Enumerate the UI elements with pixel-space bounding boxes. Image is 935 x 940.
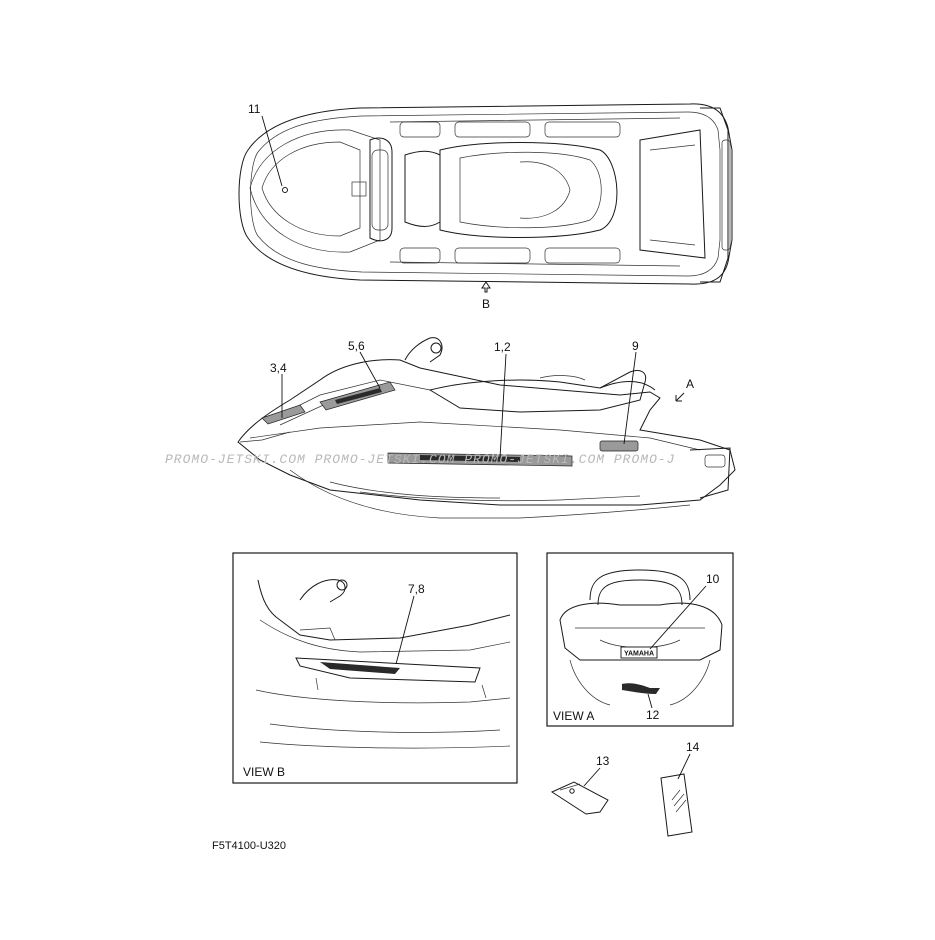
callout-5-6: 5,6	[348, 339, 365, 353]
callout-3-4: 3,4	[270, 361, 287, 375]
callout-14: 14	[686, 740, 700, 754]
callout-10: 10	[706, 572, 720, 586]
view-b-label: VIEW B	[243, 765, 285, 779]
view-a-label: VIEW A	[553, 709, 594, 723]
callout-13: 13	[596, 754, 610, 768]
top-view-hull	[238, 103, 733, 285]
part-13-pouch	[550, 781, 609, 815]
side-view-hull	[237, 337, 736, 519]
watermark: PROMO-JETSKI.COM PROMO-JETSKI.COM PROMO-…	[165, 452, 675, 467]
part-14-manual	[660, 773, 693, 837]
callout-11: 11	[248, 102, 261, 116]
emblem-12	[622, 683, 660, 694]
callout-1-2: 1,2	[494, 340, 511, 354]
callout-12: 12	[646, 708, 660, 722]
yamaha-badge-text: YAMAHA	[624, 651, 654, 658]
front-decal-3-4	[261, 404, 306, 425]
view-a-detail: YAMAHA	[559, 569, 723, 706]
rear-badge-9	[599, 440, 639, 452]
yamaha-badge-10	[620, 646, 658, 659]
callout-7-8: 7,8	[408, 582, 425, 596]
callout-9: 9	[632, 339, 639, 353]
part-number: F5T4100-U320	[212, 840, 286, 852]
view-a-panel	[546, 552, 734, 727]
view-b-arrow-label: B	[482, 297, 490, 311]
view-a-arrow-label: A	[686, 377, 694, 391]
view-b-detail	[255, 579, 511, 749]
